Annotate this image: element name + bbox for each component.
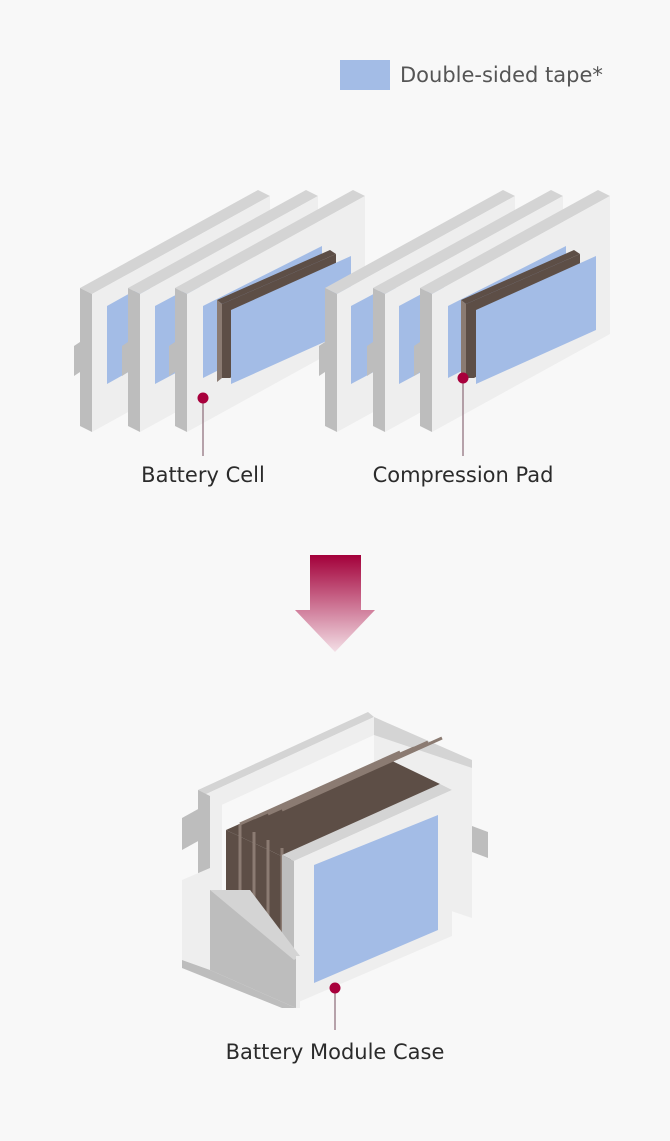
battery-module-case-marker [329, 982, 341, 994]
compression-pad-label: Compression Pad [372, 463, 554, 487]
legend: Double-sided tape* [340, 60, 603, 90]
battery-module-case [182, 712, 488, 1008]
compression-pad-marker [457, 372, 469, 384]
battery-cell-marker [197, 392, 209, 404]
tape-legend-label: Double-sided tape* [400, 63, 603, 87]
down-arrow-icon [295, 555, 375, 652]
compression-pad-group [319, 190, 610, 432]
battery-cell-frame [414, 190, 610, 432]
battery-cell-frame [169, 190, 365, 432]
battery-cell-label: Battery Cell [141, 463, 265, 487]
battery-cell-group [74, 190, 365, 432]
tape-legend-swatch [340, 60, 390, 90]
battery-module-case-label: Battery Module Case [225, 1040, 445, 1064]
